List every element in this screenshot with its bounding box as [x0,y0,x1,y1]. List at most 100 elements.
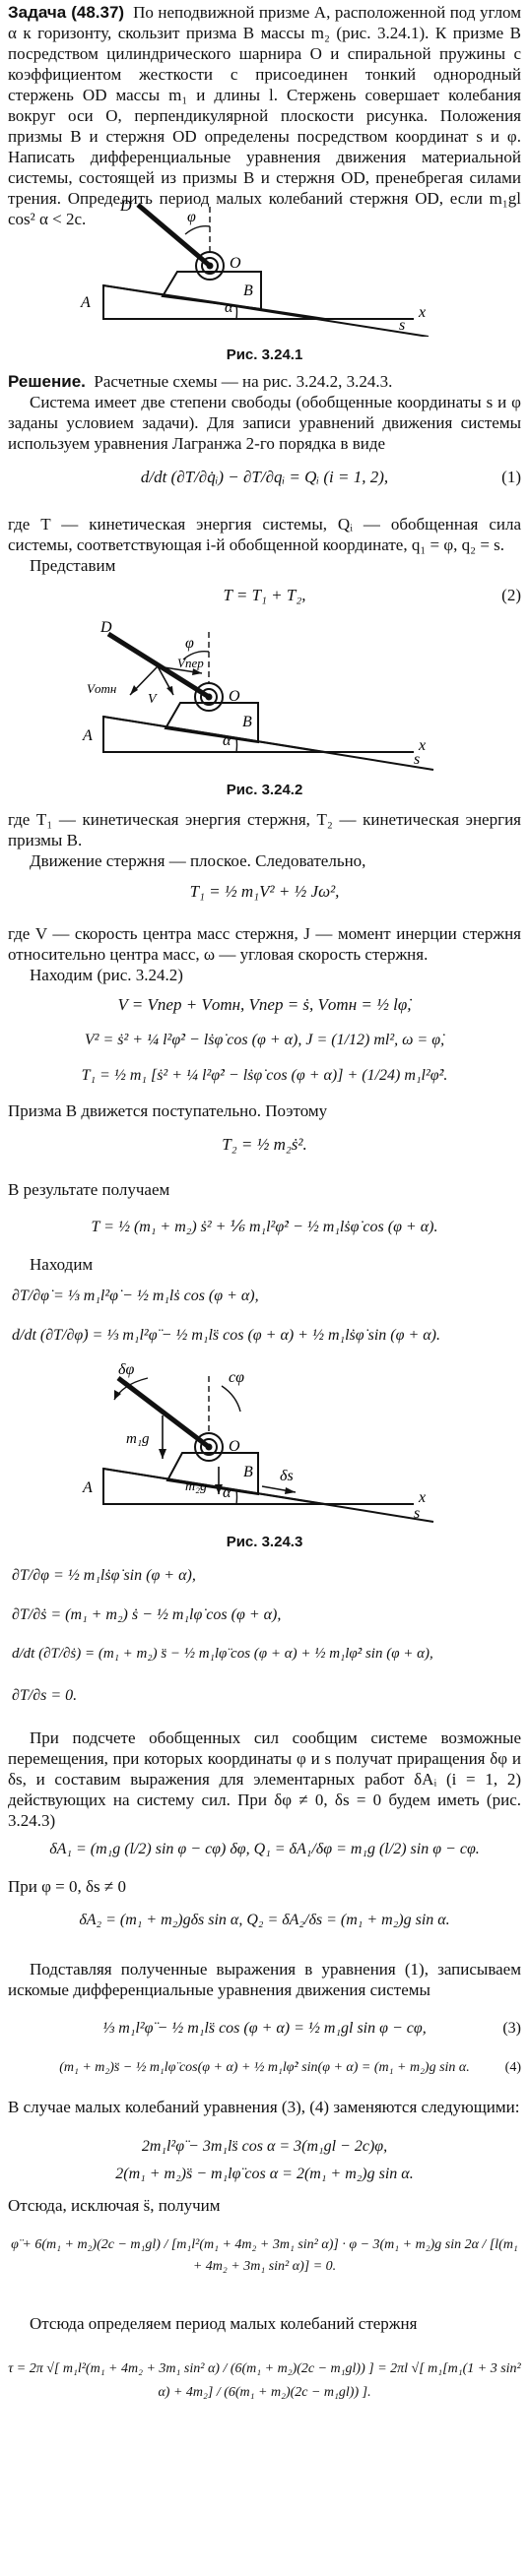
fig2-label-s: s [414,751,420,768]
hinge-o-inner [200,688,218,706]
equation-1-text: d/dt (∂T/∂q̇ᵢ) − ∂T/∂qᵢ = Qᵢ (i = 1, 2), [140,468,389,486]
equation-3: ⅓ m₁l²φ̈ − ½ m₁ls̈ cos (φ + α) = ½ m₁gl … [8,2018,521,2039]
solution-p10: В результате получаем [8,1180,170,1199]
fig3-label-alpha: α [223,1484,231,1501]
phi-arc [184,224,211,235]
fig1-label-a: A [80,294,91,311]
hinge-o-spring [194,1432,224,1462]
equation-t2: T₂ = ½ m₂ṡ². [222,1135,307,1154]
equation-4-number: (4) [504,2060,521,2075]
solution-p11-block: Находим [8,1254,521,1275]
task-text: По неподвижной призме A, расположенной п… [8,3,521,228]
solution-p9: Призма B движется поступательно. Поэтому [8,1101,328,1120]
solution-p15: В случае малых колебаний уравнения (3), … [8,2098,520,2116]
rod-od [106,631,211,700]
fig1-label-s: s [399,317,405,334]
solution-p9-block: Призма B движется поступательно. Поэтому [8,1100,521,1121]
fig1-label-b: B [243,283,253,299]
solution-p12: При подсчете обобщенных сил сообщим сист… [8,1728,521,1830]
equation-d4: ∂T/∂ṡ = (m₁ + m₂) ṡ − ½ m₁lφ̇ cos (φ + α… [12,1606,282,1623]
fig2-label-b: B [242,714,252,730]
solution-p13-block: При φ = 0, δs ≠ 0 [8,1876,521,1897]
equation-d1: ∂T/∂φ̇ = ⅓ m₁l²φ̇ − ½ m₁lṡ cos (φ + α), [12,1288,259,1304]
hinge-o [206,262,214,270]
m2g-arrowhead [215,1484,223,1494]
solution-p15-block: В случае малых колебаний уравнения (3), … [8,2097,521,2117]
prism-b [164,702,259,744]
solution-p1: Расчетные схемы — на рис. 3.24.2, 3.24.3… [94,372,393,391]
solution-p10-block: В результате получаем [8,1179,521,1200]
fig2-label-d: D [99,619,112,636]
hinge-o [205,693,213,701]
equation-t: T = ½ (m₁ + m₂) ṡ² + ⅙ m₁l²φ̇² − ½ m₁lṡφ… [91,1219,438,1235]
solution-p14: Подставляя полученные выражения в уравне… [8,1960,521,1999]
solution-p16-block: Отсюда, исключая s̈, получим [8,2195,521,2216]
task-block: Задача (48.37) По неподвижной призме A, … [8,2,521,229]
hinge-o-inner [200,1438,218,1456]
fig1-label-o: O [230,255,241,272]
solution-p16: Отсюда, исключая s̈, получим [8,2196,221,2215]
fig2-label-a: A [82,727,93,744]
rod-od [136,203,212,268]
equation-2-number: (2) [501,586,521,604]
equation-t1: T₁ = ½ m₁V² + ½ Jω², [189,882,340,901]
fig3-label-b: B [243,1464,253,1480]
fig2-label-vper: Vпер [177,656,204,670]
v-rel-arrowhead [130,685,138,695]
v-tr-arrowhead [192,668,202,675]
fig3-label-o: O [229,1438,240,1455]
equation-d6: ∂T/∂s = 0. [12,1687,78,1704]
figure-3-24-3: δφ cφ m₁g O A B m₂g δs α s x [82,1361,434,1523]
equation-8: τ = 2π √[ m₁l²(m₁ + 4m₂ + 3m₁ sin² α) / … [8,2361,521,2400]
alpha-arc [235,305,238,320]
solution-p12-block: При подсчете обобщенных сил сообщим сист… [8,1728,521,1831]
fig2-label-phi: φ [185,635,194,652]
solution-p3: где T — кинетическая энергия системы, Qᵢ… [8,515,521,554]
rod-od [116,1376,211,1449]
phi-arc [182,650,210,660]
equation-6: 2(m₁ + m₂)s̈ − m₁lφ̈ cos α = 2(m₁ + m₂)g… [115,2166,414,2182]
equation-a2: δA₂ = (m₁ + m₂)gδs sin α, Q₂ = δA₂/δs = … [79,1912,450,1928]
fig3-label-m2g: m₂g [185,1479,207,1494]
fig2-caption: Рис. 3.24.2 [226,782,303,798]
fig3-label-ds: δs [280,1468,294,1484]
equation-4: (m₁ + m₂)s̈ − ½ m₁lφ̈ cos(φ + α) + ½ m₁l… [8,2057,521,2078]
fig1-label-alpha: α [225,299,233,316]
equation-d2: d/dt (∂T/∂φ̇) = ⅓ m₁l²φ̈ − ½ m₁ls̈ cos (… [12,1327,440,1344]
figure-3-24-1: D φ O A B α s x [80,198,430,337]
fig2-label-alpha: α [223,732,231,749]
solution-p5: где T₁ — кинетическая энергия стержня, T… [8,810,521,849]
incline-line [102,1468,434,1523]
equation-1: d/dt (∂T/∂q̇ᵢ) − ∂T/∂qᵢ = Qᵢ (i = 1, 2),… [8,467,521,487]
hinge-o [205,1443,213,1451]
solution-intro: Решение. Расчетные схемы — на рис. 3.24.… [8,371,521,454]
task-title: Задача (48.37) [8,3,125,22]
alpha-arc [235,737,238,753]
figure-3-24-2: D φ Vпер Vотн V O A B α s x [82,619,434,771]
solution-p14-block: Подставляя полученные выражения в уравне… [8,1959,521,2000]
fig3-caption: Рис. 3.24.3 [226,1534,303,1550]
fig2-label-x: x [418,737,426,754]
equation-d5: d/dt (∂T/∂ṡ) = (m₁ + m₂) s̈ − ½ m₁lφ̈ co… [12,1646,433,1662]
equation-t1b: T₁ = ½ m₁ [ṡ² + ¼ l²φ̇² − lṡφ̇ cos (φ + … [81,1067,448,1084]
solution-p13: При φ = 0, δs ≠ 0 [8,1877,126,1896]
equation-v: V = Vпер + Vотн, Vпер = ṡ, Vотн = ½ lφ̇, [117,995,412,1014]
fig2-label-v: V [148,692,158,707]
equation-3-number: (3) [502,2020,521,2037]
c-phi-arc [221,1385,241,1413]
fig2-label-o: O [229,688,240,705]
solution-p6: Движение стержня — плоское. Следовательн… [30,851,366,870]
solution-p17-block: Отсюда определяем период малых колебаний… [8,2313,521,2334]
fig3-label-m1g: m₁g [126,1431,150,1447]
delta-s-arrowhead [285,1487,296,1494]
fig1-label-d: D [119,198,132,215]
solution-title: Решение. [8,372,86,391]
hinge-o-inner [201,257,219,275]
equation-3-text: ⅓ m₁l²φ̈ − ½ m₁ls̈ cos (φ + α) = ½ m₁gl … [102,2020,427,2037]
fig1-caption: Рис. 3.24.1 [226,346,303,363]
equation-a1: δA₁ = (m₁g (l/2) sin φ − cφ) δφ, Q₁ = δA… [49,1841,480,1857]
solution-p8: Находим (рис. 3.24.2) [30,966,183,984]
equation-1-number: (1) [501,468,521,486]
v-arrowhead [166,686,173,695]
fig3-label-x: x [418,1489,426,1506]
